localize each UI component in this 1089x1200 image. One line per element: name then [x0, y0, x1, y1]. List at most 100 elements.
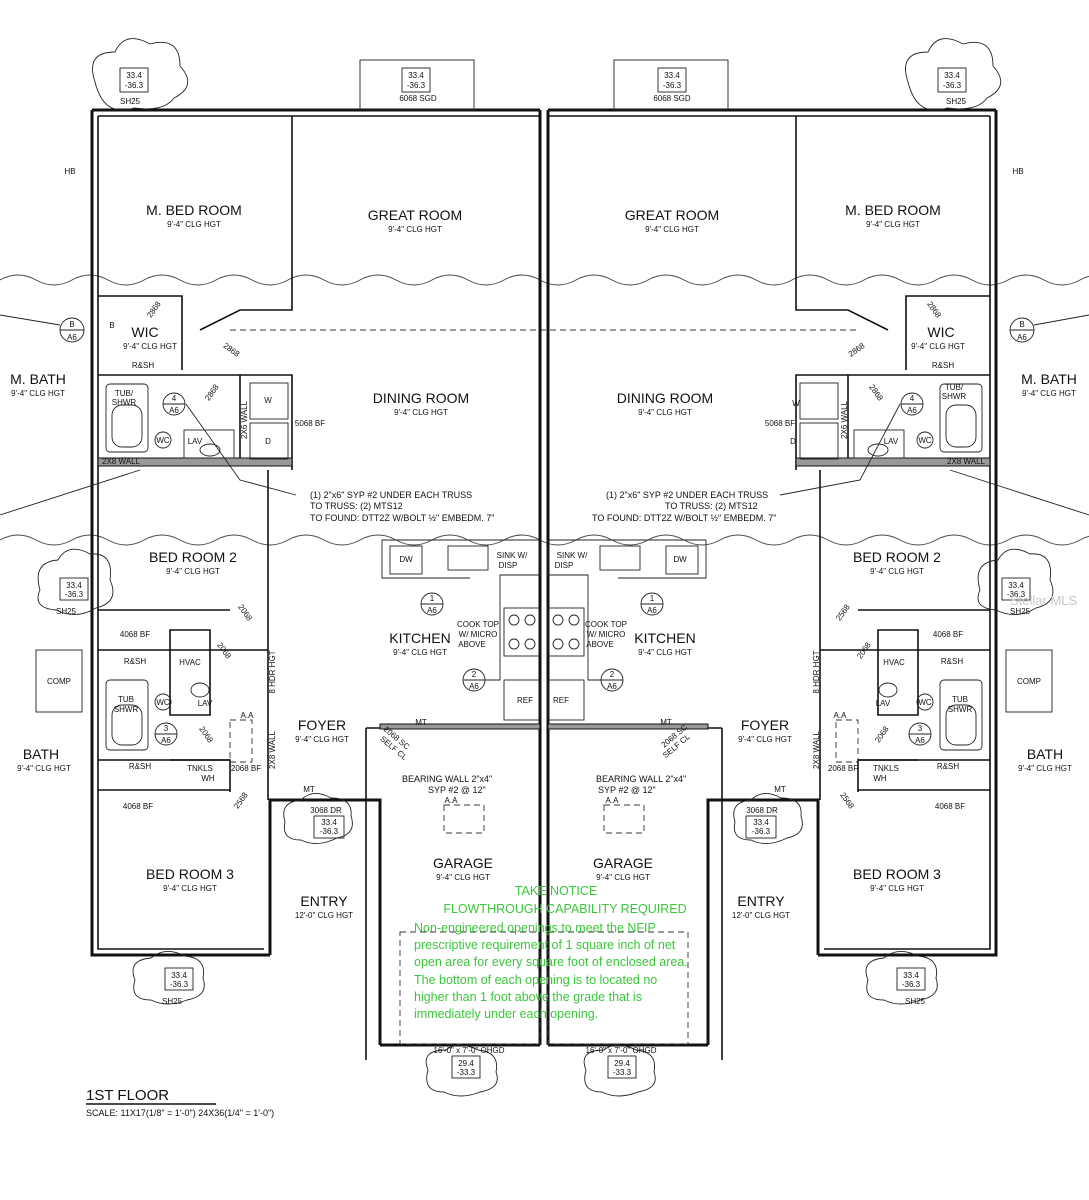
tub-label: SHWR: [948, 705, 973, 714]
section-id: 1: [430, 594, 435, 603]
hgt-label: 9'-4" CLG HGT: [123, 342, 177, 351]
room-great-right: GREAT ROOM: [625, 207, 719, 223]
room-foyer-left: FOYER: [298, 717, 346, 733]
elevation-value: 33.4: [1008, 581, 1024, 590]
wall-label: 2X8 WALL: [947, 457, 985, 466]
room-bed3-left: BED ROOM 3: [146, 866, 234, 882]
wall-label: 2X6 WALL: [840, 400, 849, 438]
hgt-label: 9'-4" CLG HGT: [394, 408, 448, 417]
notice-subtitle: FLOWTHROUGH CAPABILITY REQUIRED: [443, 902, 686, 916]
bearing-note: BEARING WALL 2"x4": [402, 774, 492, 784]
hgt-label: 9'-4" CLG HGT: [1018, 764, 1072, 773]
section-sheet: A6: [1017, 333, 1027, 342]
tub-label: SHWR: [114, 705, 139, 714]
hgt-label: 9'-4" CLG HGT: [167, 220, 221, 229]
fridge-label: REF: [517, 696, 533, 705]
section-sheet: A6: [907, 406, 917, 415]
elevation-value: -36.3: [170, 980, 189, 989]
aa-label: A.A: [606, 796, 620, 805]
door-label: 4068 BF: [123, 802, 153, 811]
door-label: 2868: [145, 299, 163, 319]
room-bath-right: BATH: [1027, 746, 1063, 762]
wall-label: 2X8 WALL: [102, 457, 140, 466]
elevation-value: 29.4: [614, 1059, 630, 1068]
door-label: 2068: [197, 725, 215, 745]
room-master-bath-right: M. BATH: [1021, 371, 1077, 387]
section-sheet: A6: [607, 682, 617, 691]
window-label: 6068 SGD: [399, 94, 437, 103]
hgt-label: 9'-4" CLG HGT: [866, 220, 920, 229]
section-sheet: A6: [161, 736, 171, 745]
heater-label: WH: [201, 774, 215, 783]
hgt-label: 9'-4" CLG HGT: [11, 389, 65, 398]
room-labels: M. BED ROOM 9'-4" CLG HGT GREAT ROOM 9'-…: [10, 202, 1077, 920]
room-dining-left: DINING ROOM: [373, 390, 469, 406]
bearing-note: SYP #2 @ 12": [428, 785, 486, 795]
wall-label: 2X8 WALL: [268, 730, 277, 768]
mt-label: MT: [660, 718, 672, 727]
section-sheet: A6: [915, 736, 925, 745]
section-id: 2: [610, 670, 615, 679]
door-label: 2568: [838, 791, 856, 811]
notice-line: Non-engineered openings to meet the NFIP: [414, 921, 656, 935]
cooktop-label: COOK TOP: [585, 620, 627, 629]
hgt-label: 12'-0" CLG HGT: [295, 911, 353, 920]
door-label: 16'-0" x 7'-0" OHGD: [586, 1046, 657, 1055]
aa-label: A.A: [834, 711, 848, 720]
elevation-value: 33.4: [903, 971, 919, 980]
room-master-bath-left: M. BATH: [10, 371, 66, 387]
section-id: B: [69, 320, 74, 329]
shelf-label: R&SH: [129, 762, 151, 771]
dishwasher-label: DW: [399, 555, 413, 564]
room-bed3-right: BED ROOM 3: [853, 866, 941, 882]
hgt-label: 9'-4" CLG HGT: [596, 873, 650, 882]
drawing-title: 1ST FLOOR: [86, 1087, 169, 1104]
section-markers: [0, 314, 1089, 746]
room-garage-left: GARAGE: [433, 855, 493, 871]
elevation-clouds: [37, 38, 1054, 1097]
shelf-label: R&SH: [132, 361, 154, 370]
section-id: 3: [918, 724, 923, 733]
door-label: 2868: [925, 300, 943, 320]
cooktop-label: ABOVE: [458, 640, 486, 649]
room-wic-right: WIC: [927, 324, 954, 340]
hgt-label: 9'-4" CLG HGT: [295, 735, 349, 744]
watermark: Stellar MLS: [1010, 593, 1078, 608]
section-id: 4: [172, 394, 177, 403]
header-label: 8 HDR HGT: [268, 650, 277, 693]
section-sheet: A6: [647, 606, 657, 615]
door-label: 2868: [203, 382, 221, 402]
mt-label: MT: [303, 785, 315, 794]
wc-label: WC: [918, 436, 932, 445]
window-label: SH25: [162, 997, 183, 1006]
wc-label: WC: [156, 698, 170, 707]
door-label: 3068 DR: [310, 806, 342, 815]
elevation-value: -36.3: [752, 827, 771, 836]
hgt-label: 12'-0" CLG HGT: [732, 911, 790, 920]
comp-label: COMP: [47, 677, 71, 686]
door-label: 2568: [232, 790, 250, 810]
elevation-value: 33.4: [944, 71, 960, 80]
hgt-label: 9'-4" CLG HGT: [638, 648, 692, 657]
hgt-label: 9'-4" CLG HGT: [870, 884, 924, 893]
hgt-label: 9'-4" CLG HGT: [738, 735, 792, 744]
sink-label: SINK W/: [557, 551, 588, 560]
room-garage-right: GARAGE: [593, 855, 653, 871]
tub-label: TUB: [952, 695, 968, 704]
interior-walls: [97, 116, 991, 800]
wall-label: 2X6 WALL: [240, 400, 249, 438]
bearing-note: SYP #2 @ 12": [598, 785, 656, 795]
room-kitchen-left: KITCHEN: [389, 630, 450, 646]
lav-label: LAV: [198, 699, 213, 708]
notice-line: immediately under each opening.: [414, 1007, 598, 1021]
notice-line: prescriptive requirement of 1 square inc…: [414, 938, 676, 952]
heater-label: TNKLS: [187, 764, 213, 773]
room-foyer-right: FOYER: [741, 717, 789, 733]
room-bed2-right: BED ROOM 2: [853, 549, 941, 565]
wc-label: WC: [918, 698, 932, 707]
mt-label: MT: [774, 785, 786, 794]
room-master-bed-left: M. BED ROOM: [146, 202, 242, 218]
window-label: SH25: [946, 97, 967, 106]
exterior-walls: [90, 108, 998, 1060]
